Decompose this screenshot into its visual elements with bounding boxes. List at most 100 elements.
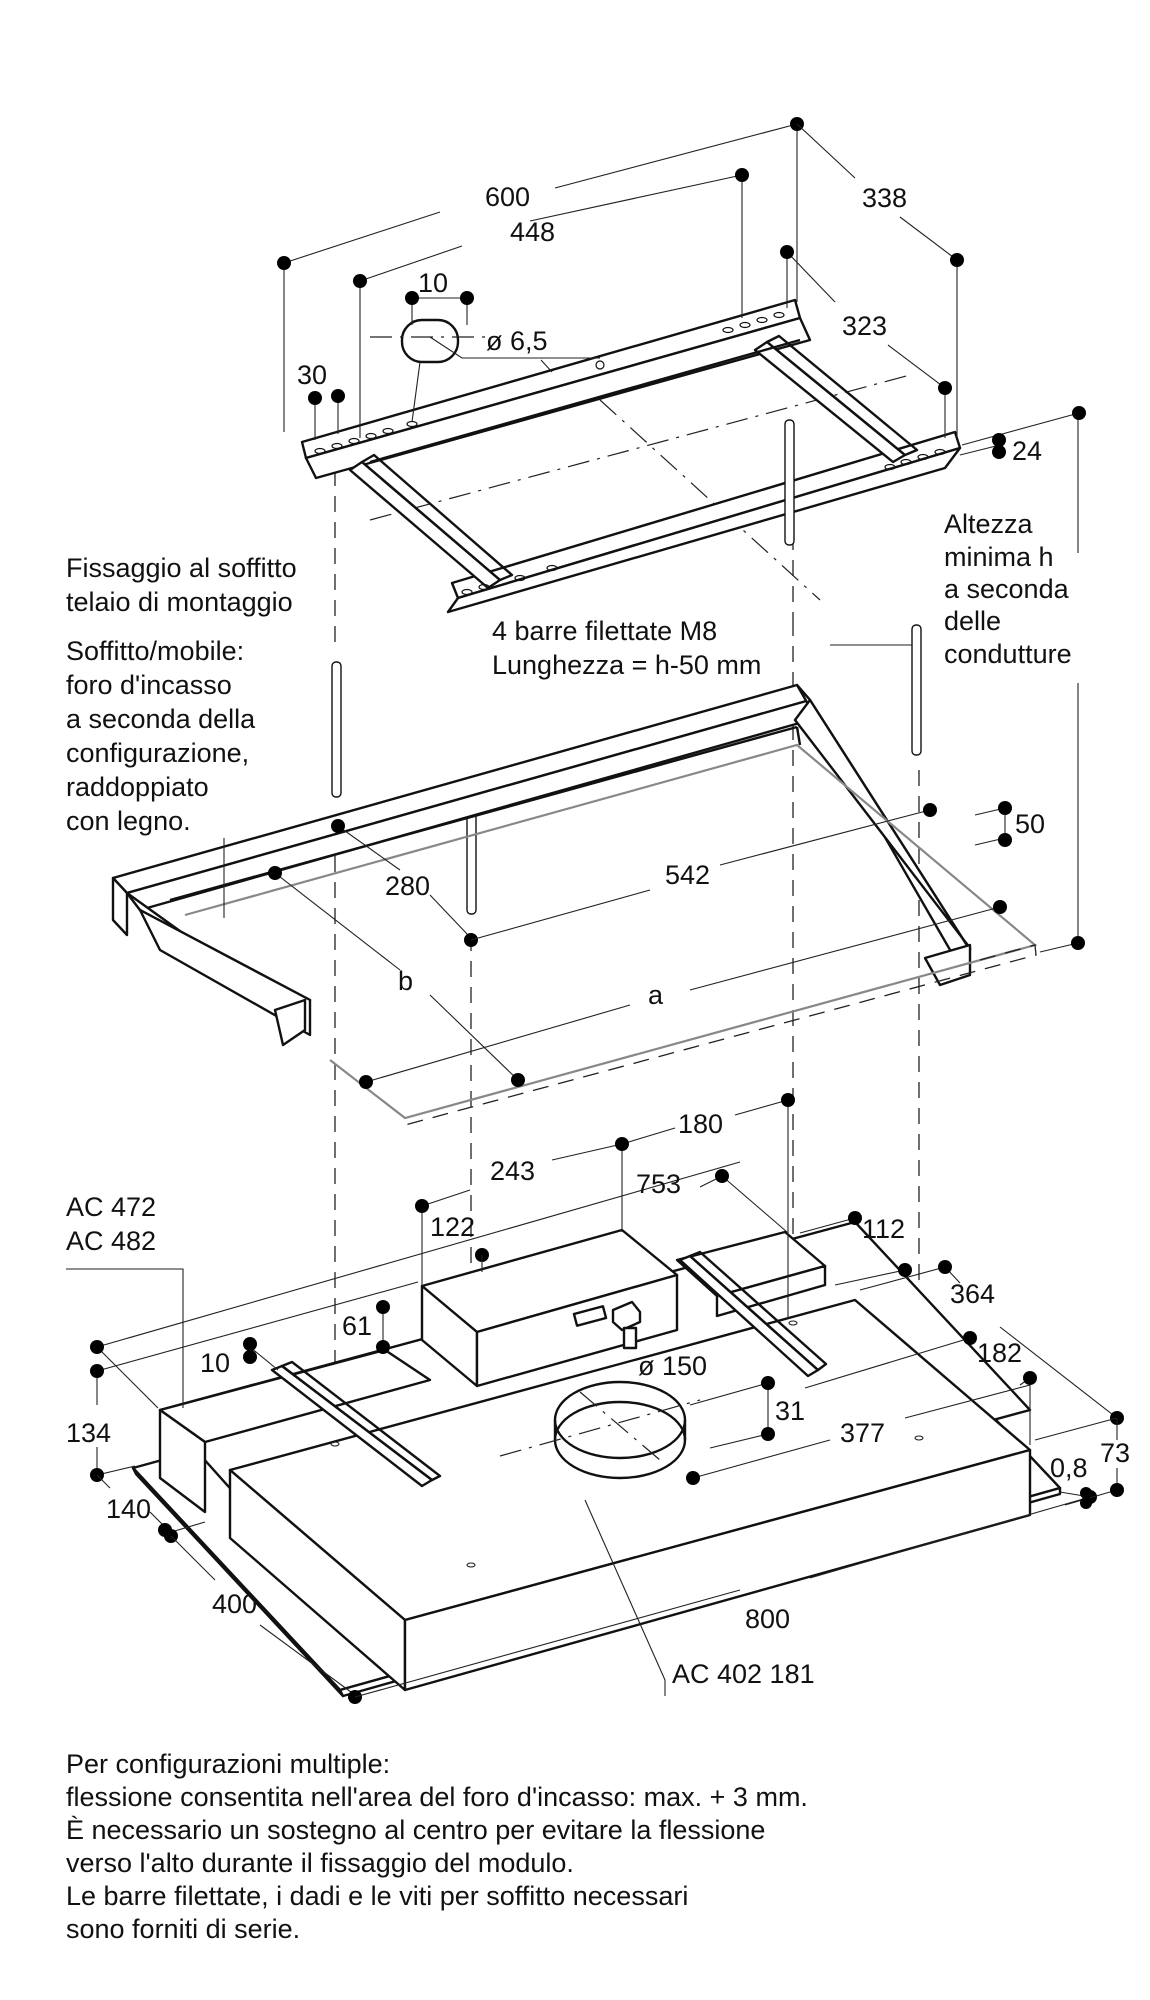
dim-point — [1080, 1487, 1092, 1499]
dim-point — [998, 833, 1012, 847]
dim-10-bracket: 10 — [200, 1348, 230, 1378]
dim-182: 182 — [977, 1338, 1022, 1368]
dim-point — [90, 1340, 104, 1354]
dim-point — [268, 866, 282, 880]
dim-point — [405, 291, 419, 305]
dim-point — [735, 168, 749, 182]
dim-point — [992, 445, 1006, 459]
ceiling-cutout: 280 542 50 b a — [111, 620, 1085, 1570]
label-line: minima h — [944, 542, 1054, 572]
dim-24: 24 — [1012, 436, 1042, 466]
dim-point — [781, 1093, 795, 1107]
dim-point — [1110, 1483, 1124, 1497]
mounting-frame: 600 448 338 323 10 ø 6,5 30 24 — [277, 117, 1086, 650]
dim-point — [938, 1260, 952, 1274]
threaded-rods-label: 4 barre filettate M8 Lunghezza = h-50 mm — [492, 616, 918, 680]
label-line: Lunghezza = h-50 mm — [492, 650, 761, 680]
dim-600: 600 — [485, 182, 530, 212]
dim-point — [1023, 1371, 1037, 1385]
label-line: 4 barre filettate M8 — [492, 616, 717, 646]
ceiling-cutout-label: Soffitto/mobile: foro d'incasso a second… — [66, 636, 256, 836]
dim-point — [415, 1199, 429, 1213]
dim-point — [331, 389, 345, 403]
dim-a: a — [648, 980, 664, 1010]
dim-point — [359, 1075, 373, 1089]
dim-0-8: 0,8 — [1050, 1453, 1088, 1483]
dim-364: 364 — [950, 1279, 995, 1309]
note-line: Per configurazioni multiple: — [66, 1749, 391, 1779]
dim-point — [243, 1350, 257, 1364]
dim-outlet-diameter: ø 150 — [638, 1351, 707, 1381]
label-line: telaio di montaggio — [66, 587, 293, 617]
dim-point — [376, 1340, 390, 1354]
dim-10-slot: 10 — [418, 268, 448, 298]
dim-point — [615, 1137, 629, 1151]
dim-point — [1071, 936, 1085, 950]
appliance-module: AC 472 AC 482 AC 402 181 243 122 180 753… — [66, 1093, 1130, 1704]
dim-280: 280 — [385, 871, 430, 901]
dim-134: 134 — [66, 1418, 111, 1448]
min-height-label: Altezza minima h a seconda delle condutt… — [944, 509, 1072, 669]
note-line: flessione consentita nell'area del foro … — [66, 1782, 808, 1812]
installation-notes: Per configurazioni multiple: flessione c… — [66, 1748, 808, 1946]
dim-140: 140 — [106, 1494, 151, 1524]
label-line: raddoppiato — [66, 772, 209, 802]
threaded-rod — [911, 624, 922, 756]
dim-122: 122 — [430, 1212, 475, 1242]
dim-point — [376, 1300, 390, 1314]
dim-point — [761, 1427, 775, 1441]
note-line: Le barre filettate, i dadi e le viti per… — [66, 1881, 689, 1911]
dim-point — [848, 1211, 862, 1225]
dim-point — [950, 253, 964, 267]
dim-112: 112 — [862, 1214, 905, 1244]
dim-point — [715, 1169, 729, 1183]
dim-180: 180 — [678, 1109, 723, 1139]
label-line: condutture — [944, 639, 1072, 669]
dim-point — [686, 1471, 700, 1485]
dim-point — [998, 801, 1012, 815]
dim-point — [460, 291, 474, 305]
note-line: sono forniti di serie. — [66, 1914, 301, 1944]
label-line: Altezza — [944, 509, 1034, 539]
dim-point — [243, 1337, 257, 1351]
dim-73: 73 — [1100, 1438, 1130, 1468]
dim-point — [353, 274, 367, 288]
dim-point — [90, 1364, 104, 1378]
dim-b: b — [398, 966, 413, 996]
accessory-label-ac482: AC 482 — [66, 1226, 156, 1256]
label-line: configurazione, — [66, 738, 249, 768]
label-line: a seconda della — [66, 704, 256, 734]
label-line: Fissaggio al soffitto — [66, 553, 297, 583]
label-line: con legno. — [66, 806, 191, 836]
dim-point — [511, 1073, 525, 1087]
label-line: a seconda — [944, 574, 1070, 604]
dim-point — [898, 1263, 912, 1277]
dim-point — [331, 819, 345, 833]
dim-point — [992, 433, 1006, 447]
dim-point — [1072, 406, 1086, 420]
dim-323: 323 — [842, 311, 887, 341]
label-line: Soffitto/mobile: — [66, 636, 244, 666]
label-line: foro d'incasso — [66, 670, 232, 700]
dim-800: 800 — [745, 1604, 790, 1634]
label-line: delle — [944, 606, 1001, 636]
dim-243: 243 — [490, 1156, 535, 1186]
dim-61: 61 — [342, 1311, 372, 1341]
dim-point — [761, 1376, 775, 1390]
dim-point — [308, 391, 322, 405]
accessory-label-ac472: AC 472 — [66, 1192, 156, 1222]
dim-338: 338 — [862, 183, 907, 213]
dim-31: 31 — [775, 1396, 805, 1426]
dim-400: 400 — [212, 1589, 257, 1619]
dim-point — [277, 256, 291, 270]
dim-377: 377 — [840, 1418, 885, 1448]
threaded-rod — [331, 661, 342, 798]
mounting-frame-label: Fissaggio al soffitto telaio di montaggi… — [66, 553, 297, 617]
dim-542: 542 — [665, 860, 710, 890]
note-line: È necessario un sostegno al centro per e… — [66, 1815, 766, 1845]
dim-448: 448 — [510, 217, 555, 247]
dim-hole-diameter: ø 6,5 — [486, 326, 548, 356]
dim-50: 50 — [1015, 809, 1045, 839]
dim-point — [1080, 1497, 1092, 1509]
